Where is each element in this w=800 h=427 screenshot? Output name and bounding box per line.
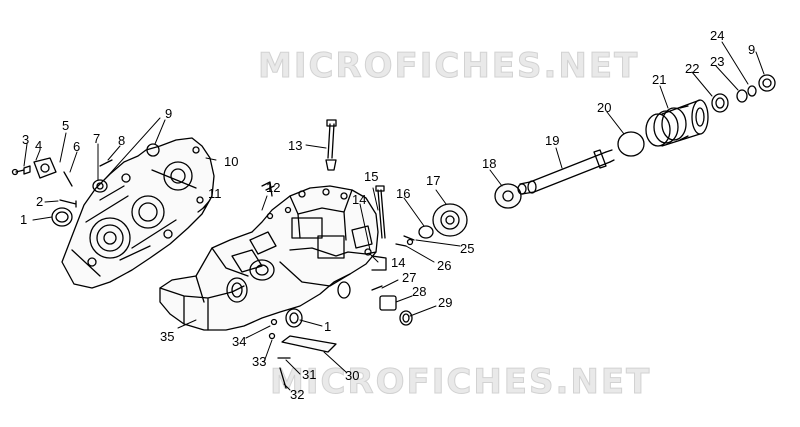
pin-2 xyxy=(59,199,77,208)
washer-23 xyxy=(736,89,748,103)
cover-plate-5 xyxy=(33,157,57,179)
callout-26: 26 xyxy=(437,258,452,273)
callout-19: 19 xyxy=(545,133,560,148)
pin-26 xyxy=(395,243,407,247)
callout-12: 12 xyxy=(266,180,281,195)
callout-3: 3 xyxy=(22,132,30,147)
callout-27: 27 xyxy=(402,270,417,285)
watermark-bottom: MICROFICHES.NET xyxy=(269,362,652,403)
oring-9a xyxy=(146,143,160,157)
callout-33: 33 xyxy=(252,354,267,369)
callout-14b: 14 xyxy=(391,255,406,270)
callout-9a: 9 xyxy=(165,106,173,121)
callout-4: 4 xyxy=(35,138,43,153)
callout-1a: 1 xyxy=(20,212,28,227)
callout-5: 5 xyxy=(62,118,70,133)
callout-35: 35 xyxy=(160,329,175,344)
callout-22: 22 xyxy=(685,61,700,76)
bolt-11 xyxy=(197,205,207,213)
callout-25: 25 xyxy=(460,241,475,256)
bolt-15 xyxy=(377,189,386,239)
pin-8 xyxy=(99,159,113,167)
main-housing xyxy=(159,181,387,331)
callout-9b: 9 xyxy=(748,42,756,57)
seal-9 xyxy=(758,74,776,92)
callout-30: 30 xyxy=(345,368,360,383)
watermark-top: MICROFICHES.NET xyxy=(257,46,640,87)
callout-2: 2 xyxy=(36,194,44,209)
callout-29: 29 xyxy=(438,295,453,310)
callout-21: 21 xyxy=(652,72,667,87)
clip-14 xyxy=(364,248,372,256)
transmission-cover xyxy=(61,137,215,289)
callout-17: 17 xyxy=(426,173,441,188)
callout-24: 24 xyxy=(710,28,725,43)
callout-32: 32 xyxy=(290,387,305,402)
callout-8: 8 xyxy=(118,133,126,148)
bearing-22 xyxy=(711,93,729,113)
callout-28: 28 xyxy=(412,284,427,299)
callout-20: 20 xyxy=(597,100,612,115)
nut-28 xyxy=(379,295,397,311)
bolt-13 xyxy=(327,123,335,159)
callout-7: 7 xyxy=(93,131,101,146)
plate-30 xyxy=(281,335,337,353)
washer-18 xyxy=(494,183,522,209)
callout-31: 31 xyxy=(302,367,317,382)
washer-33 xyxy=(268,332,276,340)
plug-34 xyxy=(270,318,278,326)
pin-27 xyxy=(371,285,383,291)
pin-25 xyxy=(403,235,415,241)
callout-15: 15 xyxy=(364,169,379,184)
callout-23: 23 xyxy=(710,54,725,69)
callout-14a: 14 xyxy=(352,192,367,207)
shaft-19 xyxy=(517,149,615,195)
drum-21 xyxy=(645,99,709,147)
callout-10: 10 xyxy=(224,154,239,169)
callout-16: 16 xyxy=(396,186,411,201)
callout-13: 13 xyxy=(288,138,303,153)
washer-4 xyxy=(23,165,31,175)
cap-29 xyxy=(399,310,413,326)
oring-20 xyxy=(617,131,645,157)
callout-18: 18 xyxy=(482,156,497,171)
callout-1b: 1 xyxy=(324,319,332,334)
ring-24 xyxy=(747,85,757,97)
seal-left xyxy=(51,207,73,227)
gear-17 xyxy=(432,203,468,237)
callout-6: 6 xyxy=(73,139,81,154)
pin-6 xyxy=(63,171,73,187)
callout-11: 11 xyxy=(208,186,222,201)
seal-main xyxy=(285,308,303,328)
seal-7 xyxy=(92,179,108,193)
washer-16 xyxy=(418,225,434,239)
callout-34: 34 xyxy=(232,334,247,349)
